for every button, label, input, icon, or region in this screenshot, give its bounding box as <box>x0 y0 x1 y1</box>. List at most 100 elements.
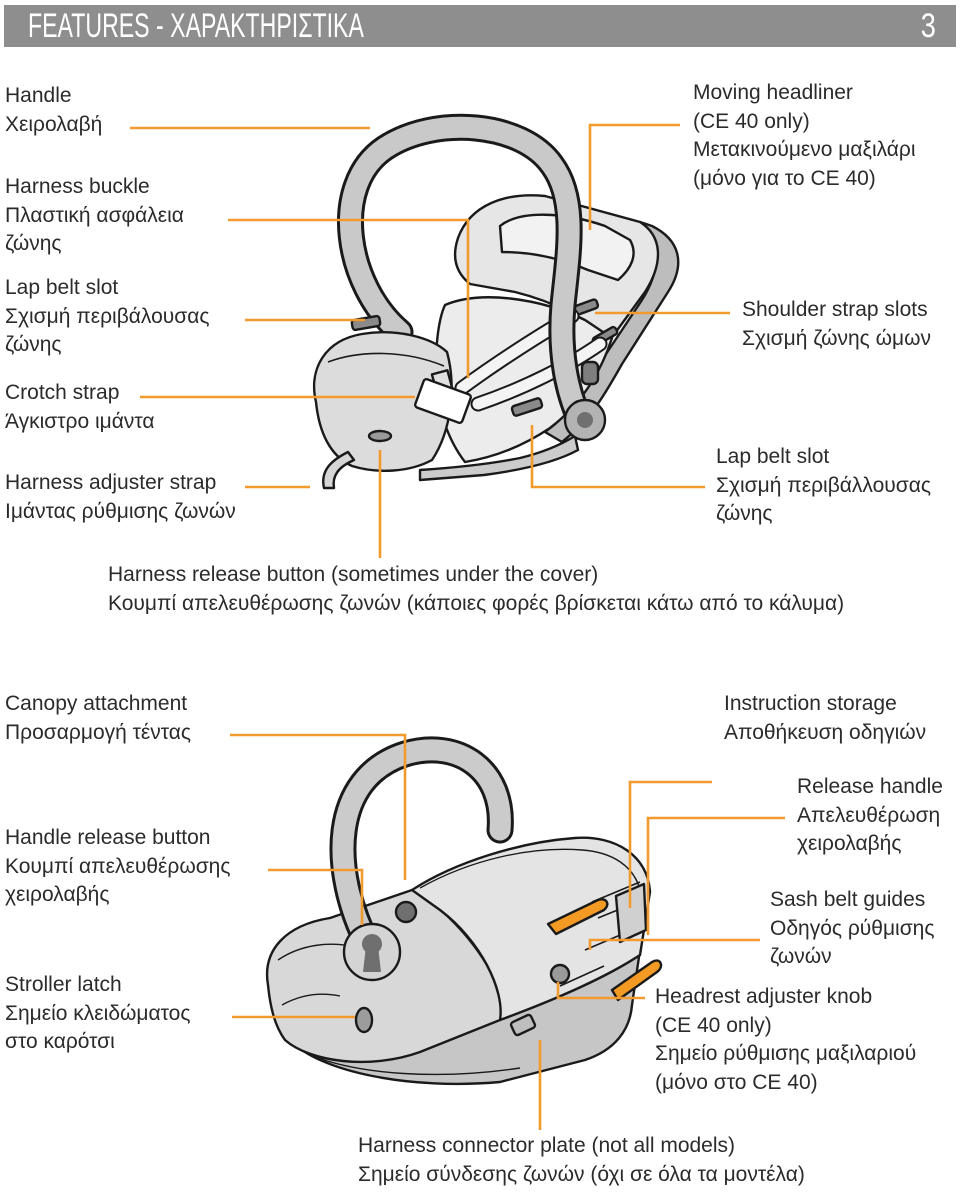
canopy-attachment-knob <box>394 900 418 924</box>
label-line-el: Σχισμή ζώνης ώμων <box>742 326 932 350</box>
label-line-el: Ιμάντας ρύθμισης ζωνών <box>5 499 236 523</box>
label-line-el: ζώνης <box>5 232 62 255</box>
label-line-el: (μόνο στο CE 40) <box>655 1070 818 1094</box>
label-line-en: Canopy attachment <box>5 692 188 715</box>
label-line-el: Άγκιστρο ιμάντα <box>5 409 155 433</box>
sash-belt-guide <box>559 965 605 987</box>
base-seam <box>309 1054 521 1076</box>
instruction-storage-pocket <box>614 882 648 944</box>
label-line-en: Sash belt guides <box>770 888 926 911</box>
label-line-el: Αποθήκευση οδηγιών <box>724 720 927 744</box>
label-line-en: Handle <box>5 84 72 107</box>
label-line-en: Harness adjuster strap <box>5 471 217 494</box>
label-headrest-adjuster-knob: Headrest adjuster knob (CE 40 only) Σημε… <box>655 983 916 1097</box>
label-line-el: στο καρότσι <box>5 1030 115 1053</box>
label-line-en: (CE 40 only) <box>655 1013 772 1037</box>
label-line-en: Stroller latch <box>5 973 122 996</box>
label-line-en: Instruction storage <box>724 692 897 715</box>
label-line-el: Σημείο ρύθμισης μαξιλαριού <box>655 1042 917 1065</box>
callout-lines-bottom <box>230 733 785 1130</box>
label-line-el: χειρολαβής <box>797 832 902 855</box>
lap-belt-slot <box>350 314 382 332</box>
label-line-el: χειρολαβής <box>5 883 110 906</box>
label-line-en: Handle release button <box>5 826 211 849</box>
label-handle-release-button: Handle release button Κουμπί απελευθέρωσ… <box>5 824 230 910</box>
label-line-en: Moving headliner <box>693 81 853 104</box>
release-handle-part <box>546 898 609 936</box>
label-sash-belt-guides: Sash belt guides Οδηγός ρύθμισης ζωνών <box>770 886 934 972</box>
label-line-el: Κουμπί απελευθέρωσης ζωνών (κάποιες φορέ… <box>108 591 845 615</box>
label-stroller-latch: Stroller latch Σημείο κλειδώματος στο κα… <box>5 971 190 1057</box>
label-line-el: ζώνης <box>716 502 773 525</box>
side-knob <box>580 360 600 386</box>
label-shoulder-strap-slots: Shoulder strap slots Σχισμή ζώνης ώμων <box>742 296 931 353</box>
label-release-handle: Release handle Απελευθέρωση χειρολαβής <box>797 773 943 859</box>
lower-shell <box>418 434 580 482</box>
label-line-el: Πλαστική ασφάλεια <box>5 203 184 227</box>
handle-pivot-center <box>577 412 593 428</box>
harness-adjuster-strap <box>322 450 356 490</box>
page-number: 3 <box>920 7 936 45</box>
label-instruction-storage: Instruction storage Αποθήκευση οδηγιών <box>724 690 926 747</box>
handle-release-keyhole <box>363 946 381 972</box>
label-line-el: Σχισμή περιβάλουσας <box>5 304 210 328</box>
label-line-el: Χειρολαβή <box>5 112 103 136</box>
label-crotch-strap: Crotch strap Άγκιστρο ιμάντα <box>5 379 155 436</box>
callout-lines-top <box>130 123 730 558</box>
callout-line-headrest-adjuster-knob <box>556 982 645 1000</box>
label-line-el: ζωνών <box>770 945 832 968</box>
label-line-el: Κουμπί απελευθέρωσης <box>5 854 231 878</box>
header-bar: FEATURES - ΧΑΡΑΚΤΗΡΙΣΤΙΚΑ 3 <box>4 5 956 47</box>
callout-line-harness-buckle <box>228 218 470 378</box>
label-line-en: Harness release button (sometimes under … <box>108 563 599 586</box>
callout-line-instruction-storage <box>628 780 712 908</box>
harness-buckle <box>414 377 472 425</box>
harness-connector-plate <box>509 1013 537 1037</box>
label-line-el: Απελευθέρωση <box>797 803 941 827</box>
label-line-en: Crotch strap <box>5 381 120 404</box>
label-line-el: Σχισμή περιβάλλουσας <box>716 473 931 497</box>
callout-line-release-handle <box>646 816 785 935</box>
lap-belt-slot <box>510 397 544 417</box>
label-line-en: Headrest adjuster knob <box>655 985 873 1008</box>
label-line-el: Οδηγός ρύθμισης <box>770 916 935 940</box>
label-line-en: Release handle <box>797 775 943 798</box>
page-title: FEATURES - ΧΑΡΑΚΤΗΡΙΣΤΙΚΑ <box>28 7 364 45</box>
label-canopy-attachment: Canopy attachment Προσαρμογή τέντας <box>5 690 191 747</box>
seat-shell <box>410 836 652 1022</box>
label-handle: Handle Χειρολαβή <box>5 82 102 139</box>
callout-line-lap-belt-slot-right <box>530 425 705 489</box>
label-line-en: (CE 40 only) <box>693 109 810 133</box>
label-lap-belt-slot-right: Lap belt slot Σχισμή περιβάλλουσας ζώνης <box>716 443 931 529</box>
label-harness-adjuster-strap: Harness adjuster strap Ιμάντας ρύθμισης … <box>5 469 236 526</box>
label-line-el: ζώνης <box>5 333 62 356</box>
label-harness-release-button: Harness release button (sometimes under … <box>108 561 844 618</box>
label-line-en: Lap belt slot <box>5 276 119 299</box>
label-line-el: Σημείο κλειδώματος <box>5 1001 191 1025</box>
callout-line-canopy-attachment <box>230 733 407 880</box>
release-handle-part <box>610 959 663 1002</box>
callout-line-sash-belt-guides <box>588 938 760 950</box>
label-line-en: Harness buckle <box>5 175 150 198</box>
label-line-el: Μετακινούμενο μαξιλάρι <box>693 138 916 161</box>
shell-ridge <box>419 848 641 891</box>
handle-shape <box>340 116 593 435</box>
harness-strap <box>472 338 606 410</box>
headrest-adjuster-knob <box>549 963 571 985</box>
label-line-el: Σημείο σύνδεσης ζωνών (όχι σε όλα τα μον… <box>358 1162 805 1186</box>
car-seat-illustration-top <box>312 113 680 490</box>
body-fold <box>281 993 341 1006</box>
foot-cushion-seam <box>327 352 445 367</box>
label-lap-belt-slot-left: Lap belt slot Σχισμή περιβάλουσας ζώνης <box>5 274 210 360</box>
callout-line-handle-release-button <box>268 868 364 925</box>
label-line-en: Shoulder strap slots <box>742 298 928 321</box>
label-harness-buckle: Harness buckle Πλαστική ασφάλεια ζώνης <box>5 173 184 259</box>
stroller-latch <box>354 1006 374 1034</box>
label-moving-headliner: Moving headliner (CE 40 only) Μετακινούμ… <box>693 79 916 193</box>
label-harness-connector-plate: Harness connector plate (not all models)… <box>358 1132 805 1189</box>
label-line-en: Harness connector plate (not all models) <box>358 1134 736 1157</box>
car-seat-illustration-bottom <box>265 736 663 1086</box>
harness-release-button <box>367 429 393 443</box>
label-line-el: Προσαρμογή τέντας <box>5 720 192 744</box>
